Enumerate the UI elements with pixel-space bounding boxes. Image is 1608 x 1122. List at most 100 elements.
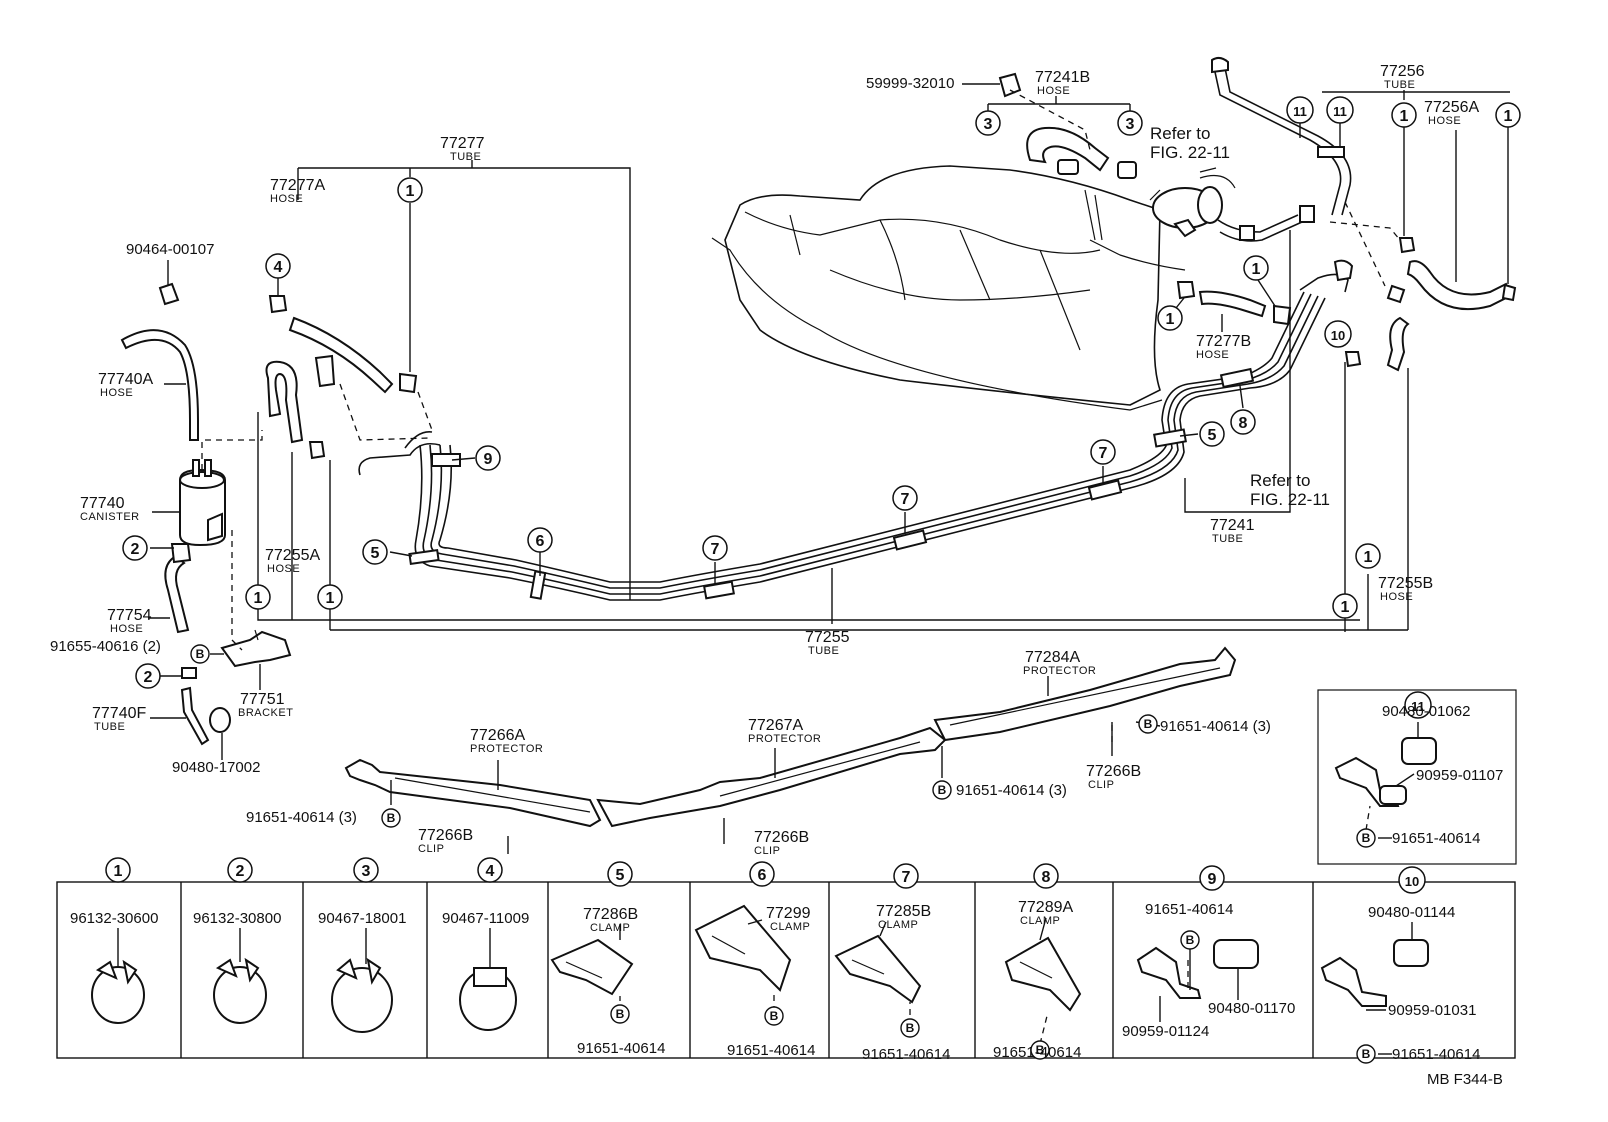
svg-text:5: 5 — [616, 867, 625, 884]
label-77255A: 77255A — [265, 547, 320, 564]
svg-text:CLAMP: CLAMP — [878, 919, 918, 931]
svg-text:10: 10 — [1331, 328, 1345, 343]
label-91651-40614-c: 91651-40614 (3) — [1160, 718, 1271, 735]
legend-frame — [56, 881, 1516, 1059]
svg-text:9: 9 — [1208, 871, 1217, 888]
hose-77754 — [164, 543, 192, 634]
label-77266B-left: 77266B — [418, 827, 473, 844]
label-77266B-mid: 77266B — [754, 829, 809, 846]
bolt-callouts — [190, 644, 1376, 1064]
svg-text:1: 1 — [1252, 261, 1261, 278]
label-77255B: 77255B — [1378, 575, 1433, 592]
svg-text:CLAMP: CLAMP — [770, 921, 810, 933]
svg-text:91651-40614: 91651-40614 — [577, 1040, 665, 1057]
svg-text:1: 1 — [1400, 108, 1409, 125]
svg-text:1: 1 — [326, 590, 335, 607]
svg-text:B: B — [616, 1007, 625, 1021]
svg-text:90959-01124: 90959-01124 — [1122, 1023, 1209, 1040]
svg-text:CLIP: CLIP — [418, 843, 444, 855]
label-91651-40614-a: 91651-40614 (3) — [246, 809, 357, 826]
label-77266B-right: 77266B — [1086, 763, 1141, 780]
bolt-letters: B B B B B B B B B B B — [196, 647, 1371, 1061]
svg-text:7: 7 — [902, 869, 911, 886]
leader-lines — [117, 83, 1510, 1055]
svg-text:90467-11009: 90467-11009 — [442, 910, 529, 927]
svg-text:77286B: 77286B — [583, 906, 638, 923]
svg-text:11: 11 — [1293, 104, 1307, 119]
label-91651-40614-b: 91651-40614 (3) — [956, 782, 1067, 799]
svg-text:HOSE: HOSE — [100, 387, 133, 399]
hose-77277A — [268, 295, 418, 394]
label-77267A: 77267A — [748, 717, 803, 734]
fuel-tank — [711, 165, 1186, 411]
svg-text:B: B — [770, 1009, 779, 1023]
svg-text:91651-40614: 91651-40614 — [1392, 1046, 1480, 1063]
label-77266A: 77266A — [470, 727, 525, 744]
svg-text:TUBE: TUBE — [1384, 79, 1415, 91]
svg-text:2: 2 — [131, 541, 140, 558]
legend-hose-clips — [91, 957, 517, 1033]
label-77241B: 77241B — [1035, 69, 1090, 86]
svg-text:1: 1 — [114, 863, 123, 880]
protector-77266A — [344, 758, 602, 828]
protector-77284A — [933, 646, 1237, 742]
svg-text:90480-01170: 90480-01170 — [1208, 1000, 1295, 1017]
svg-text:TUBE: TUBE — [94, 721, 125, 733]
svg-text:BRACKET: BRACKET — [238, 707, 293, 719]
svg-text:8: 8 — [1042, 869, 1051, 886]
svg-text:HOSE: HOSE — [1428, 115, 1461, 127]
label-91655-40616: 91655-40616 (2) — [50, 638, 161, 655]
label-77255: 77255 — [805, 629, 850, 646]
svg-text:3: 3 — [362, 863, 371, 880]
svg-text:2: 2 — [144, 669, 153, 686]
refer-to-fig-top: Refer to — [1150, 124, 1210, 143]
svg-text:91651-40614: 91651-40614 — [993, 1044, 1081, 1061]
label-77740A: 77740A — [98, 371, 153, 388]
hose-77277B — [1176, 281, 1292, 326]
svg-text:TUBE: TUBE — [450, 151, 481, 163]
label-90480-17002: 90480-17002 — [172, 759, 260, 776]
label-77751: 77751 — [240, 691, 285, 708]
svg-text:96132-30800: 96132-30800 — [193, 910, 281, 927]
figure-code: MB F344-B — [1427, 1071, 1503, 1088]
svg-text:1: 1 — [254, 590, 263, 607]
svg-text:10: 10 — [1405, 874, 1419, 889]
svg-text:6: 6 — [536, 533, 545, 550]
svg-text:91651-40614: 91651-40614 — [727, 1042, 815, 1059]
tube-bundle-77255 — [358, 291, 1326, 601]
svg-text:B: B — [938, 783, 947, 797]
svg-text:6: 6 — [758, 867, 767, 884]
label-77277A: 77277A — [270, 177, 325, 194]
hose-77241B — [998, 72, 1137, 179]
legend-bracket-9 — [1136, 939, 1259, 999]
svg-text:77289A: 77289A — [1018, 899, 1073, 916]
svg-text:3: 3 — [984, 116, 993, 133]
part-labels: 59999-32010 77241B HOSE 77256 TUBE 77256… — [50, 63, 1503, 1088]
label-77284A: 77284A — [1025, 649, 1080, 666]
label-90464-00107: 90464-00107 — [126, 241, 214, 258]
svg-text:2: 2 — [236, 863, 245, 880]
svg-text:1: 1 — [1341, 599, 1350, 616]
inset-11-parts — [1334, 737, 1437, 807]
svg-text:96132-30600: 96132-30600 — [70, 910, 158, 927]
label-91651-40614-inset: 91651-40614 — [1392, 830, 1480, 847]
refer-to-fig-bottom: Refer to — [1250, 471, 1310, 490]
dashed-leaders — [201, 89, 1401, 1045]
label-77740F: 77740F — [92, 705, 146, 722]
label-77277: 77277 — [440, 135, 485, 152]
svg-text:7: 7 — [901, 491, 910, 508]
svg-text:TUBE: TUBE — [808, 645, 839, 657]
hose-77256A — [1386, 237, 1517, 311]
svg-text:HOSE: HOSE — [270, 193, 303, 205]
hose-77255B — [1344, 316, 1410, 372]
svg-text:5: 5 — [1208, 427, 1217, 444]
svg-text:90467-18001: 90467-18001 — [318, 910, 406, 927]
svg-text:PROTECTOR: PROTECTOR — [1023, 665, 1096, 677]
svg-text:1: 1 — [406, 183, 415, 200]
svg-text:77299: 77299 — [766, 905, 811, 922]
tube-77740F — [180, 667, 231, 746]
hose-77740A — [120, 282, 199, 441]
svg-text:HOSE: HOSE — [267, 563, 300, 575]
svg-text:7: 7 — [1099, 445, 1108, 462]
